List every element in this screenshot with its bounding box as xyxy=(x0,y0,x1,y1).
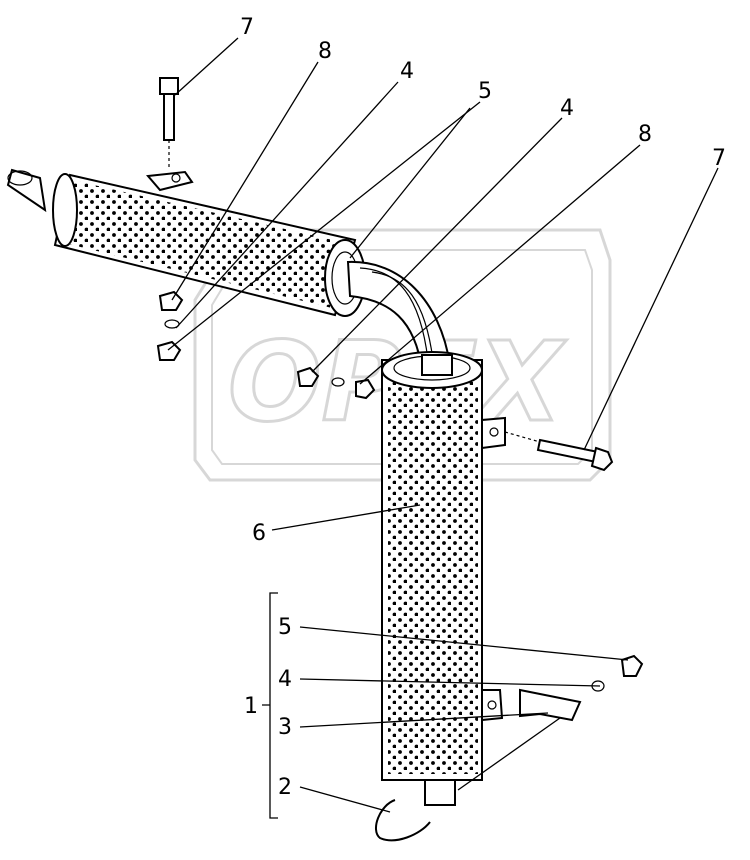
leader-lines xyxy=(167,37,719,819)
upper-muffler xyxy=(6,168,366,317)
callout-3: 3 xyxy=(278,715,292,740)
callout-7-top-left: 7 xyxy=(240,15,254,40)
callout-8-right: 8 xyxy=(638,122,652,147)
callout-4-top: 4 xyxy=(400,59,414,84)
callout-4-bottom: 4 xyxy=(278,667,292,692)
callout-labels: 7 8 4 5 4 8 7 6 1 5 4 3 2 xyxy=(240,15,726,800)
wire-hook xyxy=(375,799,431,842)
clamp xyxy=(519,688,582,722)
callout-6: 6 xyxy=(252,521,266,546)
callout-4-right: 4 xyxy=(560,96,574,121)
vertical-muffler xyxy=(381,351,506,806)
callout-7-right: 7 xyxy=(712,146,726,171)
nut-middle xyxy=(296,366,376,400)
callout-5-bottom: 5 xyxy=(278,615,292,640)
callout-8-top-left: 8 xyxy=(318,39,332,64)
callout-1: 1 xyxy=(244,694,258,719)
bolt-right xyxy=(504,431,614,472)
bolt-top-left xyxy=(159,77,179,170)
callout-5-top: 5 xyxy=(478,79,492,104)
callout-2: 2 xyxy=(278,775,292,800)
